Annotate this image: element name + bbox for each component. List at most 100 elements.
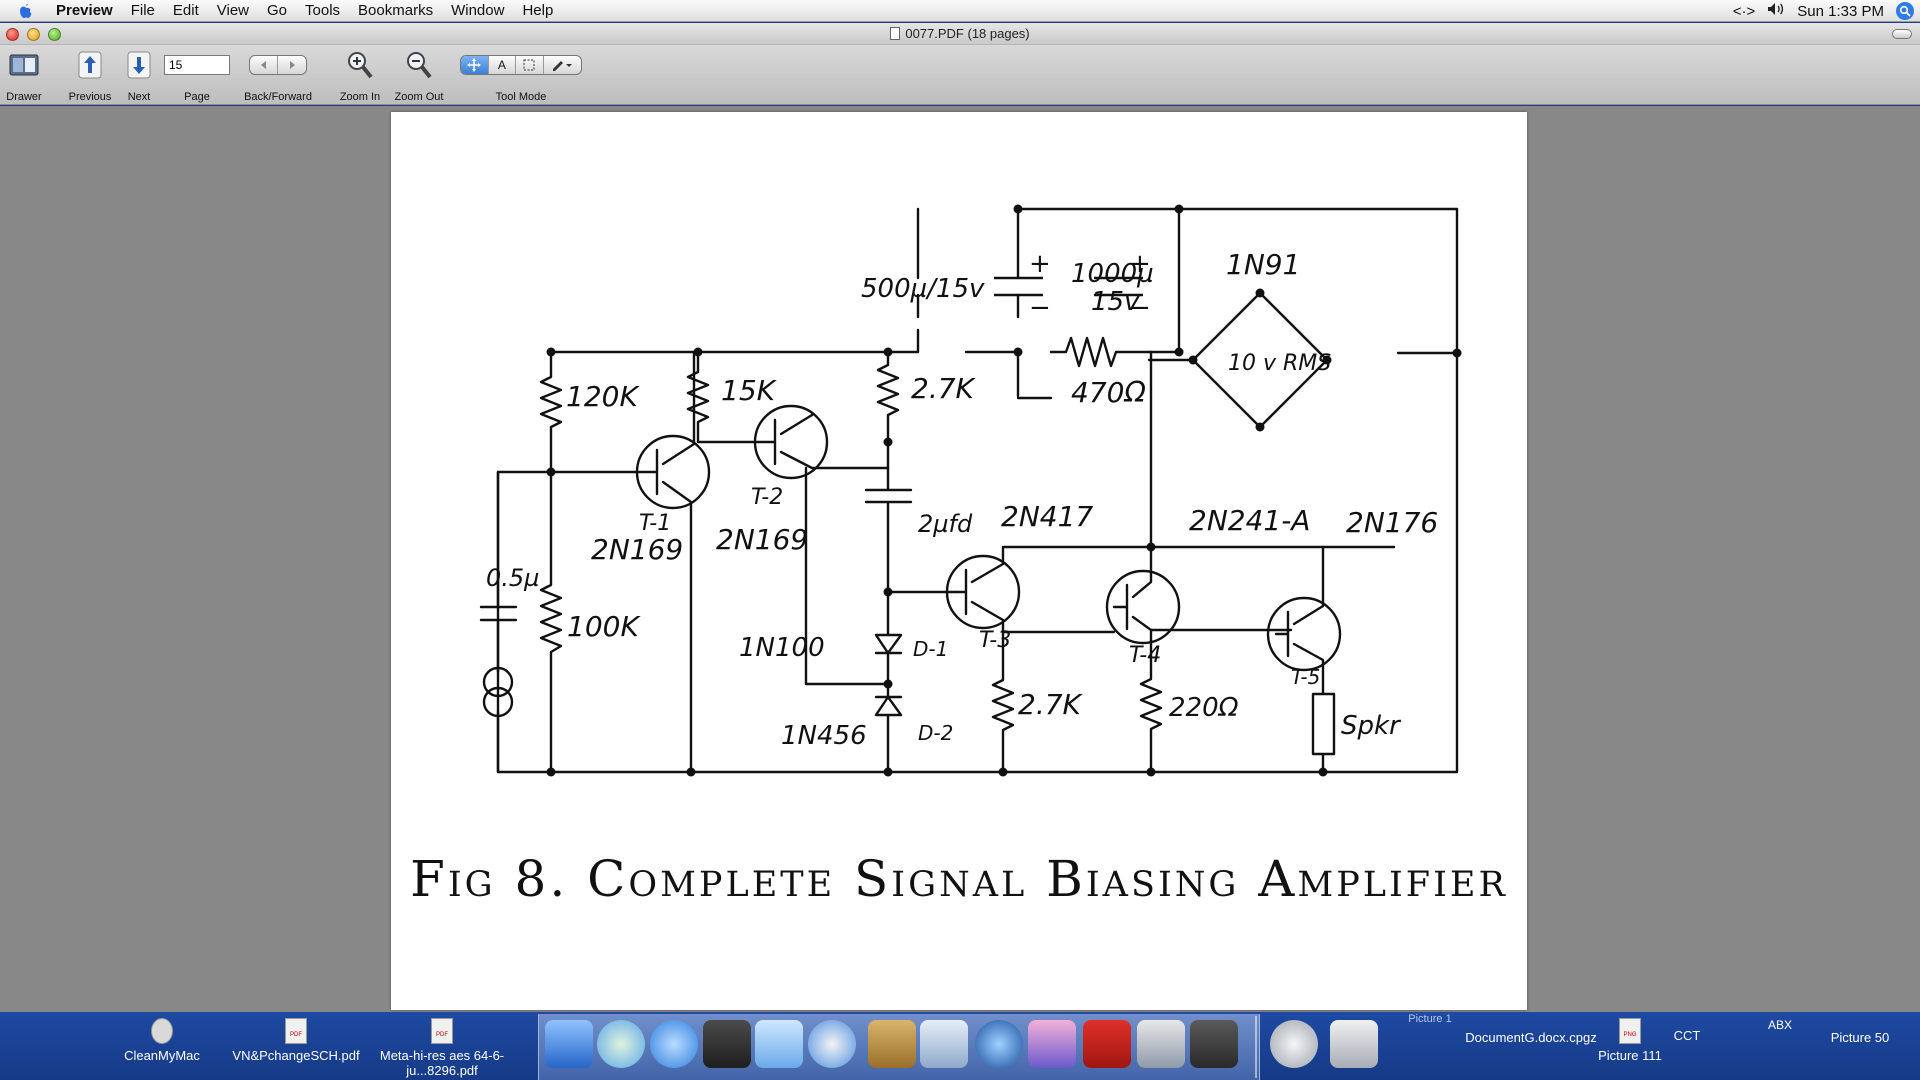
svg-text:T-4: T-4 (1129, 643, 1161, 668)
mail-icon[interactable] (920, 1020, 968, 1068)
schematic-wires (479, 207, 1459, 774)
zoom-in-button[interactable]: Zoom In (340, 49, 380, 103)
desktop-file-cleanmymac[interactable]: CleanMyMac (112, 1018, 212, 1063)
svg-text:2N417: 2N417 (1001, 500, 1093, 533)
menu-file[interactable]: File (130, 2, 155, 19)
svg-text:Spkr: Spkr (1341, 711, 1402, 741)
pdf-page: 500µ/15v + − 1000µ 15v + − 470Ω 1N91 10 … (391, 112, 1527, 1010)
forward-button[interactable] (278, 56, 306, 74)
apple-menu-icon[interactable] (14, 0, 36, 22)
network-icon[interactable] (975, 1020, 1023, 1068)
svg-text:1N100: 1N100 (739, 633, 825, 663)
preview-icon[interactable] (1137, 1020, 1185, 1068)
svg-text:T-5: T-5 (1291, 665, 1320, 689)
svg-text:−: − (1029, 293, 1051, 323)
arrow-up-icon (77, 49, 103, 81)
desktop-file-abx[interactable]: ABX (1767, 1018, 1792, 1032)
menu-bookmarks[interactable]: Bookmarks (358, 2, 434, 19)
svg-text:1N456: 1N456 (781, 721, 867, 751)
dock-separator (1255, 1016, 1257, 1078)
svg-text:T-3: T-3 (979, 628, 1011, 653)
move-tool-icon[interactable] (461, 56, 489, 74)
schematic-junctions (546, 204, 1462, 777)
drawer-icon (9, 49, 39, 81)
scanner-icon[interactable] (1190, 1020, 1238, 1068)
svg-text:D-2: D-2 (918, 721, 953, 745)
desktop-file-docx[interactable]: DocumentG.docx.cpgz (1465, 1030, 1597, 1045)
window-close-button[interactable] (6, 28, 19, 41)
ichat-icon[interactable] (650, 1020, 698, 1068)
schematic-labels: 500µ/15v + − 1000µ 15v + − 470Ω 1N91 10 … (486, 248, 1438, 751)
svg-text:T-1: T-1 (639, 511, 671, 536)
desktop-file-meta-pdf[interactable]: PDF Meta-hi-res aes 64-6-ju...8296.pdf (372, 1018, 512, 1078)
previous-button[interactable]: Previous (69, 49, 111, 103)
menu-app-preview[interactable]: Preview (56, 2, 113, 19)
desktop-file-picture111[interactable]: PNG Picture 111 (1590, 1018, 1670, 1063)
menu-window[interactable]: Window (451, 2, 505, 19)
document-proxy-icon[interactable] (890, 27, 901, 40)
finder-icon[interactable] (545, 1020, 593, 1068)
zoom-out-icon (405, 49, 433, 81)
imac-icon[interactable] (1028, 1020, 1076, 1068)
word-icon[interactable] (755, 1020, 803, 1068)
svg-text:500µ/15v: 500µ/15v (861, 274, 985, 304)
drawer-button[interactable]: Drawer (6, 49, 42, 103)
toolbar: Drawer Previous Next Page Back/Forward (0, 45, 1920, 105)
svg-text:2.7K: 2.7K (1018, 688, 1084, 721)
address-book-icon[interactable] (868, 1020, 916, 1068)
window-minimize-button[interactable] (27, 28, 40, 41)
pdf-file-icon: PDF (431, 1018, 453, 1044)
back-button[interactable] (250, 56, 278, 74)
safari-icon[interactable] (808, 1020, 856, 1068)
printer-icon[interactable] (703, 1020, 751, 1068)
svg-text:1N91: 1N91 (1226, 248, 1300, 281)
page-number-input[interactable] (164, 55, 230, 75)
acrobat-icon[interactable] (1083, 1020, 1131, 1068)
menu-view[interactable]: View (216, 2, 249, 19)
zoom-in-icon (346, 49, 374, 81)
svg-text:0.5µ: 0.5µ (486, 564, 539, 592)
svg-text:15K: 15K (721, 374, 778, 407)
svg-text:15v: 15v (1091, 287, 1140, 317)
volume-icon[interactable] (1767, 2, 1785, 20)
desktop-file-pdf[interactable]: PDF VN&PchangeSCH.pdf (226, 1018, 366, 1063)
itunes-icon[interactable] (597, 1020, 645, 1068)
script-menu-indicator[interactable]: <·> (1732, 2, 1756, 20)
svg-text:470Ω: 470Ω (1071, 376, 1146, 409)
annotate-tool-icon[interactable] (544, 56, 581, 74)
circuit-schematic: 500µ/15v + − 1000µ 15v + − 470Ω 1N91 10 … (479, 204, 1462, 777)
downloads-stack-icon[interactable] (1270, 1020, 1318, 1068)
menu-go[interactable]: Go (267, 2, 288, 19)
svg-text:−: − (1129, 293, 1151, 323)
back-forward-control: Back/Forward (244, 49, 312, 103)
pdf-file-icon: PDF (285, 1018, 307, 1044)
window-title: 0077.PDF (18 pages) (905, 26, 1030, 41)
svg-text:2N176: 2N176 (1346, 506, 1438, 539)
spotlight-icon[interactable] (1896, 2, 1914, 20)
schematic-capacitors (994, 276, 1143, 297)
menu-clock[interactable]: Sun 1:33 PM (1797, 2, 1884, 20)
svg-text:10 v RMS: 10 v RMS (1228, 351, 1331, 376)
desktop-file-picture50[interactable]: Picture 50 (1830, 1030, 1890, 1045)
svg-text:D-1: D-1 (913, 637, 948, 661)
svg-text:100K: 100K (567, 610, 641, 643)
window-title-bar: 0077.PDF (18 pages) (0, 23, 1920, 45)
document-view[interactable]: 500µ/15v + − 1000µ 15v + − 470Ω 1N91 10 … (0, 106, 1920, 1012)
select-tool-icon[interactable] (516, 56, 544, 74)
desktop-file-cct[interactable]: CCT (1673, 1028, 1701, 1043)
page-field-group: Page (164, 49, 230, 103)
toolbar-toggle-button[interactable] (1892, 29, 1912, 39)
desktop-file-picture1[interactable]: Picture 1 (1408, 1013, 1452, 1025)
menu-tools[interactable]: Tools (305, 2, 341, 19)
menu-edit[interactable]: Edit (172, 2, 199, 19)
svg-text:+: + (1129, 249, 1151, 279)
window-zoom-button[interactable] (48, 28, 61, 41)
next-button[interactable]: Next (124, 49, 154, 103)
trash-icon[interactable] (1330, 1020, 1378, 1068)
menu-help[interactable]: Help (522, 2, 554, 19)
svg-text:+: + (1029, 249, 1051, 279)
text-tool-button[interactable]: A (489, 56, 517, 74)
app-icon (151, 1018, 173, 1044)
svg-text:T-2: T-2 (751, 485, 783, 510)
zoom-out-button[interactable]: Zoom Out (395, 49, 443, 103)
